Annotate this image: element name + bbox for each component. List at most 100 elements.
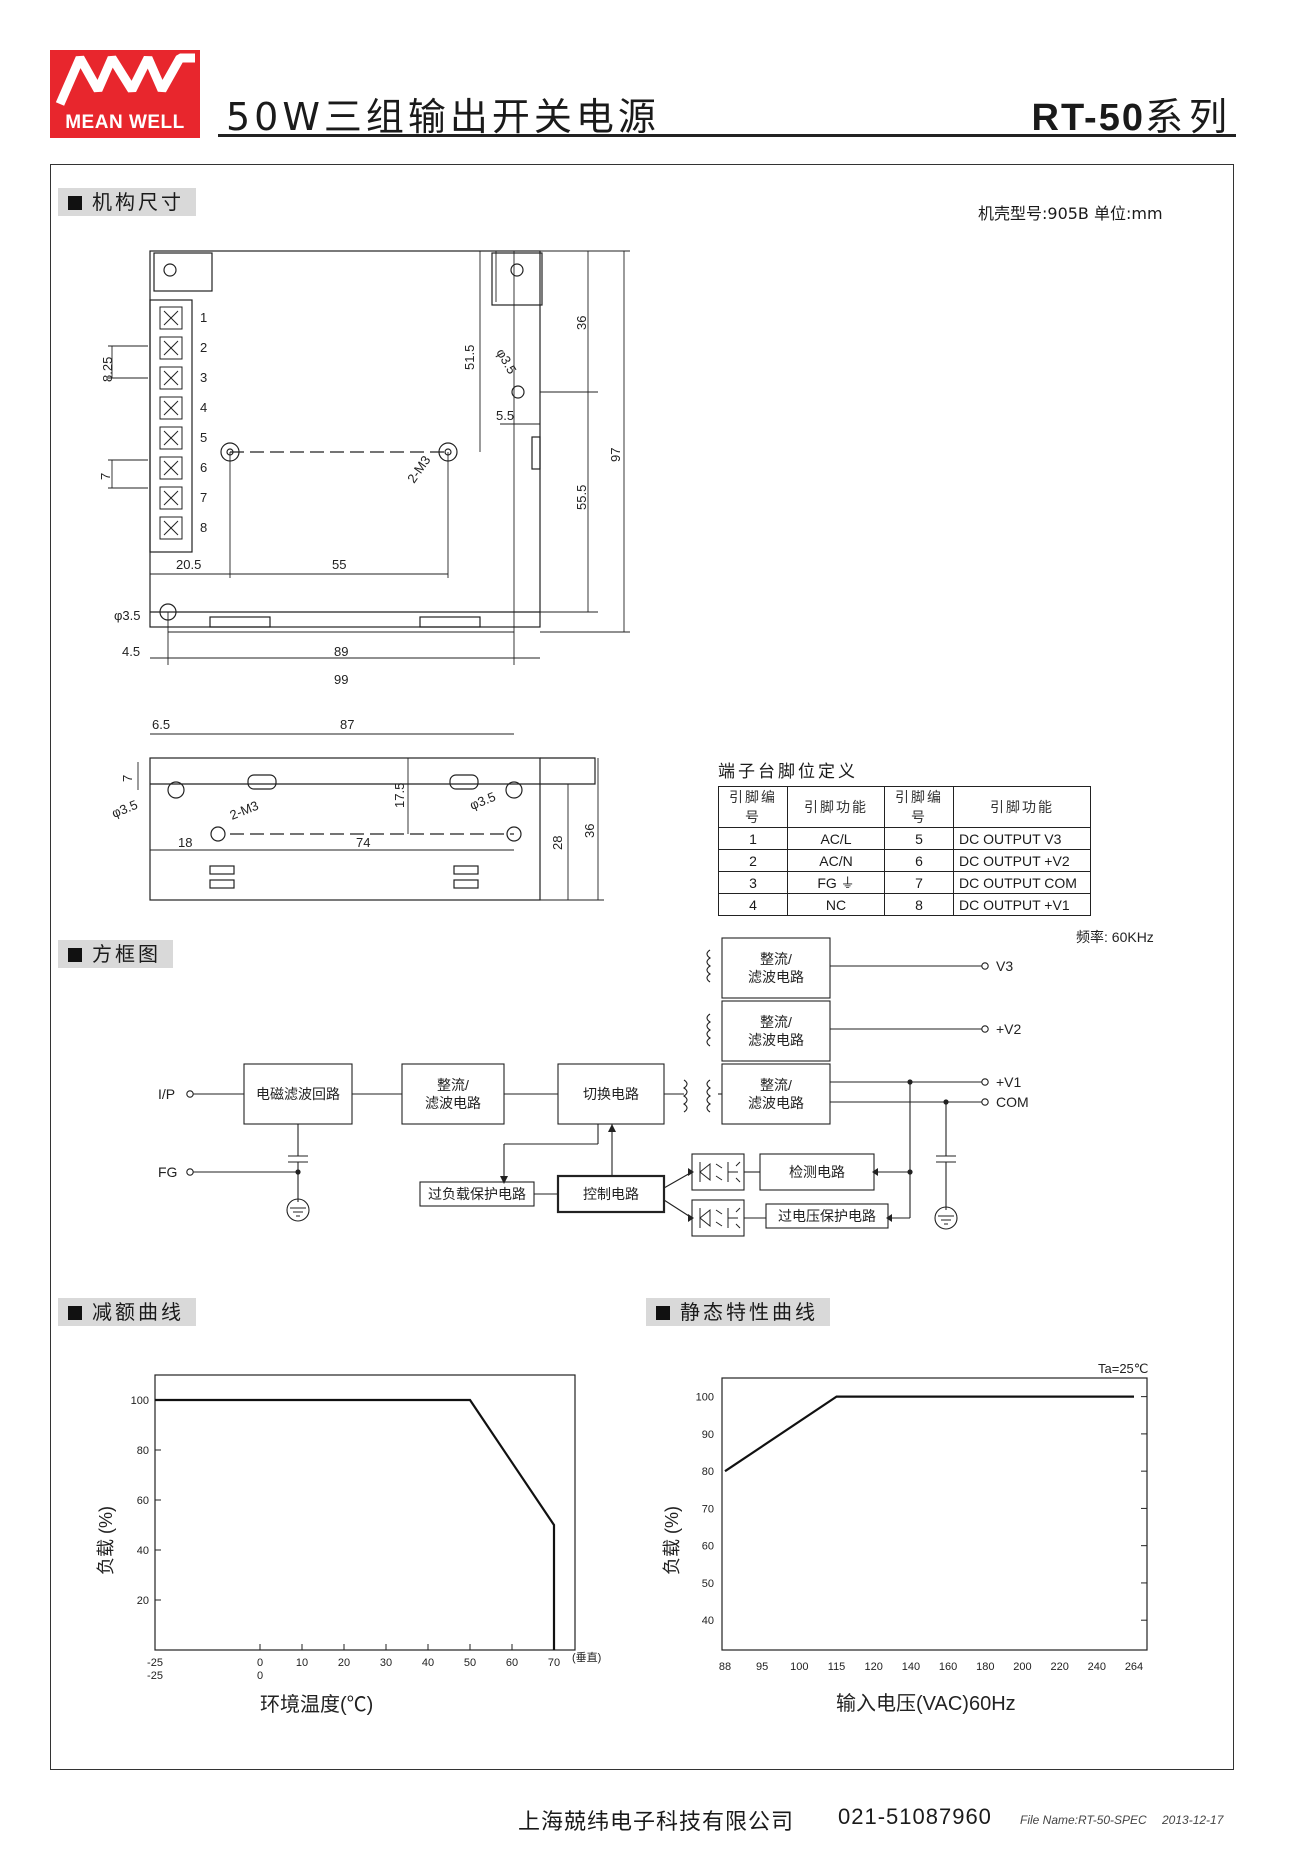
- static-ytick-label: 80: [702, 1466, 714, 1478]
- derating-xtick-label: 0: [257, 1657, 263, 1669]
- static-xtick-label: 160: [939, 1661, 957, 1673]
- ground-icon: [286, 1198, 310, 1222]
- static-xtick-label: 140: [902, 1661, 920, 1673]
- dim-55: 55: [332, 557, 346, 572]
- section-derating-label: 减额曲线: [92, 1300, 184, 1324]
- dim-4-5: 4.5: [122, 644, 140, 659]
- side-vent: [453, 865, 479, 875]
- side-screw-left: [210, 826, 226, 842]
- static-xtick-label: 180: [976, 1661, 994, 1673]
- derating-xlabel: 环境温度(℃): [260, 1693, 373, 1716]
- pin-header-cell: 引脚编号: [718, 786, 788, 828]
- out1-label-a: 整流/: [760, 1077, 792, 1093]
- top-left-tab: [153, 252, 213, 292]
- static-ta-note: Ta=25℃: [1098, 1361, 1148, 1376]
- pin-number: 1: [718, 827, 788, 850]
- side-view-outline: [149, 757, 541, 901]
- derating-xtick-label-second: -25: [147, 1670, 163, 1682]
- footer-phone: 021-51087960: [838, 1804, 992, 1829]
- terminal-circles: [186, 962, 989, 1176]
- dim-terminal-h: 7: [98, 473, 113, 480]
- block-labels: 频率: 60KHz I/P FG 电磁滤波回路 整流/ 滤波电路 切换电路 整流…: [158, 929, 1154, 1224]
- pin-function: NC: [787, 893, 885, 916]
- terminal-number: 6: [200, 460, 207, 475]
- static-xtick-label: 264: [1125, 1661, 1143, 1673]
- terminal-block: [149, 299, 193, 553]
- derating-xtick-label: 10: [296, 1657, 308, 1669]
- dim-28: 28: [550, 836, 565, 850]
- side-hole-right: [505, 781, 523, 799]
- dim-screw: 2-M3: [404, 453, 433, 486]
- static-ytick-label: 60: [702, 1541, 714, 1553]
- pin-number: 3: [718, 871, 788, 894]
- static-ytick-label: 40: [702, 1615, 714, 1627]
- corner-hole: [510, 263, 524, 277]
- terminal-number: 7: [200, 490, 207, 505]
- static-xtick-label: 115: [828, 1661, 846, 1673]
- side-view-lip: [540, 757, 596, 785]
- dim-side-36: 36: [582, 824, 597, 838]
- mount-hole: [438, 442, 458, 462]
- side-screw-right: [506, 826, 522, 842]
- rect1-label-a: 整流/: [437, 1077, 469, 1093]
- wire-ctrl-opto1: [663, 1171, 693, 1189]
- series-title: RT-50系列: [1032, 86, 1234, 141]
- series-suffix: 系列: [1144, 97, 1233, 139]
- dim-side-phi-right: φ3.5: [468, 789, 498, 813]
- control-label: 控制电路: [583, 1186, 639, 1202]
- pin-function: FG ⏚: [787, 871, 885, 894]
- dim-74: 74: [356, 835, 370, 850]
- dim-36: 36: [574, 316, 589, 330]
- static-ytick-label: 100: [696, 1392, 714, 1404]
- transformer-secondary: [706, 1079, 711, 1113]
- arrow-heads: [500, 1124, 892, 1222]
- ground-icon-bars: [290, 1207, 306, 1217]
- static-xtick-label: 95: [756, 1661, 768, 1673]
- section-mechanical-label: 机构尺寸: [92, 190, 184, 214]
- mw-logo-mark: [55, 53, 195, 106]
- document-title: 50W三组输出开关电源: [226, 95, 660, 139]
- section-block-label: 方框图: [92, 942, 161, 966]
- terminal-number: 3: [200, 370, 207, 385]
- static-xtick-label: 200: [1013, 1661, 1031, 1673]
- pin-header-cell: 引脚编号: [884, 786, 954, 828]
- side-vent: [453, 879, 479, 889]
- derating-ylabel: 负载 (%): [96, 1506, 116, 1575]
- static-ylabel: 负载 (%): [662, 1506, 682, 1575]
- static-ytick-label: 90: [702, 1429, 714, 1441]
- dim-side-phi-left: φ3.5: [110, 797, 140, 821]
- derating-xtick-label: 30: [380, 1657, 392, 1669]
- pin-table-title: 端子台脚位定义: [718, 762, 858, 782]
- fg-label: FG: [158, 1164, 177, 1180]
- dim-5-5: 5.5: [496, 408, 514, 423]
- section-mechanical: 机构尺寸: [58, 188, 196, 216]
- footer-company: 上海兢纬电子科技有限公司: [518, 1810, 795, 1835]
- section-static-label: 静态特性曲线: [680, 1300, 818, 1324]
- box-rect1: [401, 1063, 505, 1125]
- mount-hole: [220, 442, 240, 462]
- terminal-number: 1: [200, 310, 207, 325]
- derating-axis-note: (垂直): [572, 1650, 601, 1664]
- v2-label: +V2: [996, 1021, 1022, 1037]
- emi-label: 电磁滤波回路: [256, 1086, 340, 1102]
- terminal-numbers: 1 2 3 4 5 6 7 8: [200, 310, 207, 535]
- footer-date: 2013-12-17: [1162, 1813, 1224, 1827]
- terminal-number: 4: [200, 400, 207, 415]
- meanwell-logo: MEAN WELL: [50, 50, 200, 138]
- dim-99: 99: [334, 672, 348, 687]
- opto-symbols: [699, 1161, 741, 1229]
- case-note: 机壳型号:905B 单位:mm: [978, 204, 1163, 223]
- corner-hole: [159, 603, 177, 621]
- dim-87: 87: [340, 717, 354, 732]
- side-slot: [247, 774, 277, 790]
- square-bullet-icon: [68, 948, 82, 962]
- derating-xtick-label: 60: [506, 1657, 518, 1669]
- table-row: 3 FG ⏚ 7 DC OUTPUT COM: [718, 871, 1091, 894]
- ovp-label: 过电压保护电路: [778, 1208, 876, 1224]
- pin-table: 引脚编号 引脚功能 引脚编号 引脚功能 1 AC/L 5 DC OUTPUT V…: [718, 786, 1091, 916]
- dim-55-5: 55.5: [574, 485, 589, 510]
- square-bullet-icon: [68, 196, 82, 210]
